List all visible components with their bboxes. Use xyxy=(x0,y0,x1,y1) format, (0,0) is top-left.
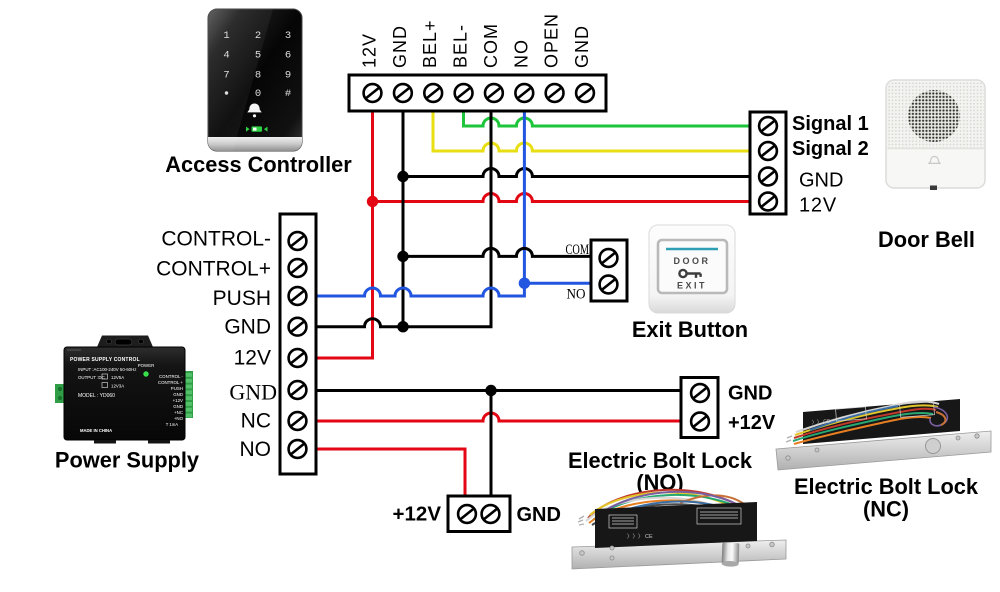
svg-text:BEL-: BEL- xyxy=(451,24,471,68)
svg-text:MODEL : YD060: MODEL : YD060 xyxy=(78,393,115,399)
svg-text:GND: GND xyxy=(572,25,592,68)
svg-text:+12V: +12V xyxy=(393,503,442,526)
svg-text:2: 2 xyxy=(255,30,261,42)
svg-text:DOOR: DOOR xyxy=(674,256,711,266)
svg-text:Electric Bolt Lock: Electric Bolt Lock xyxy=(794,474,979,499)
svg-text:9: 9 xyxy=(285,70,291,82)
svg-text:8: 8 xyxy=(255,70,261,82)
svg-text:12V5A: 12V5A xyxy=(111,375,124,380)
svg-text:CONTROL+: CONTROL+ xyxy=(156,258,271,281)
svg-text:INPUT :AC100-240V 50-60Hz: INPUT :AC100-240V 50-60Hz xyxy=(78,367,137,372)
svg-text:OUTPUT :DC: OUTPUT :DC xyxy=(78,375,105,380)
svg-text:+12V: +12V xyxy=(173,398,183,403)
svg-text:+NC: +NC xyxy=(174,410,183,415)
svg-text:Electric Bolt Lock: Electric Bolt Lock xyxy=(568,448,753,473)
svg-text:Door Bell: Door Bell xyxy=(878,227,975,252)
svg-text:GND: GND xyxy=(173,404,183,409)
svg-text:1: 1 xyxy=(223,30,229,42)
svg-text:T 1mA: T 1mA xyxy=(166,422,178,427)
svg-text:NO: NO xyxy=(240,438,272,461)
svg-text:Access Controller: Access Controller xyxy=(165,152,352,177)
svg-text:+NO: +NO xyxy=(174,416,184,421)
svg-text:12V3A: 12V3A xyxy=(111,384,124,389)
svg-text:7: 7 xyxy=(223,70,229,82)
svg-text:CONTROL +: CONTROL + xyxy=(158,380,184,385)
svg-text:#: # xyxy=(285,88,291,100)
svg-text:GND: GND xyxy=(517,504,561,526)
svg-text:PUSH: PUSH xyxy=(171,386,183,391)
svg-text:GND: GND xyxy=(224,316,271,339)
svg-text:BEL+: BEL+ xyxy=(420,19,440,68)
svg-text:4: 4 xyxy=(223,50,229,62)
svg-text:+12V: +12V xyxy=(728,412,776,434)
svg-text:Signal 1: Signal 1 xyxy=(792,113,869,135)
svg-text:〉〉〉 CE: 〉〉〉 CE xyxy=(627,533,653,540)
svg-text:GND: GND xyxy=(173,392,183,397)
svg-text:POWER SUPPLY CONTROL: POWER SUPPLY CONTROL xyxy=(70,357,140,363)
svg-text:CONTROL -: CONTROL - xyxy=(159,374,184,379)
svg-text:Power Supply: Power Supply xyxy=(55,448,199,473)
svg-text:GND: GND xyxy=(728,383,772,405)
svg-text:OPEN: OPEN xyxy=(542,13,562,68)
svg-text:6: 6 xyxy=(285,50,291,62)
svg-text:〉〉 CE: 〉〉 CE xyxy=(812,419,831,426)
svg-text:0: 0 xyxy=(255,88,261,100)
svg-text:PUSH: PUSH xyxy=(213,287,271,310)
svg-text:GND: GND xyxy=(390,25,410,68)
svg-text:CONTROL-: CONTROL- xyxy=(161,228,271,251)
svg-text:Exit Button: Exit Button xyxy=(632,317,748,342)
svg-text:POWER: POWER xyxy=(138,363,155,368)
svg-text:NO: NO xyxy=(511,39,531,68)
svg-text:Signal 2: Signal 2 xyxy=(792,138,869,160)
svg-text:EXIT: EXIT xyxy=(677,281,707,291)
svg-text:COM: COM xyxy=(481,23,501,68)
svg-text:(NC): (NC) xyxy=(863,497,909,522)
svg-text:GND: GND xyxy=(229,380,277,405)
svg-text:12V: 12V xyxy=(234,347,271,370)
svg-text:NC: NC xyxy=(241,410,271,433)
svg-text:5: 5 xyxy=(255,50,261,62)
svg-text:12V: 12V xyxy=(360,33,380,68)
svg-text:MADE IN CHINA: MADE IN CHINA xyxy=(80,428,112,433)
svg-text:NO: NO xyxy=(567,287,586,303)
svg-text:3: 3 xyxy=(285,30,291,42)
svg-text:12V: 12V xyxy=(799,195,837,217)
svg-text:COM: COM xyxy=(566,242,590,258)
svg-text:GND: GND xyxy=(799,170,843,192)
